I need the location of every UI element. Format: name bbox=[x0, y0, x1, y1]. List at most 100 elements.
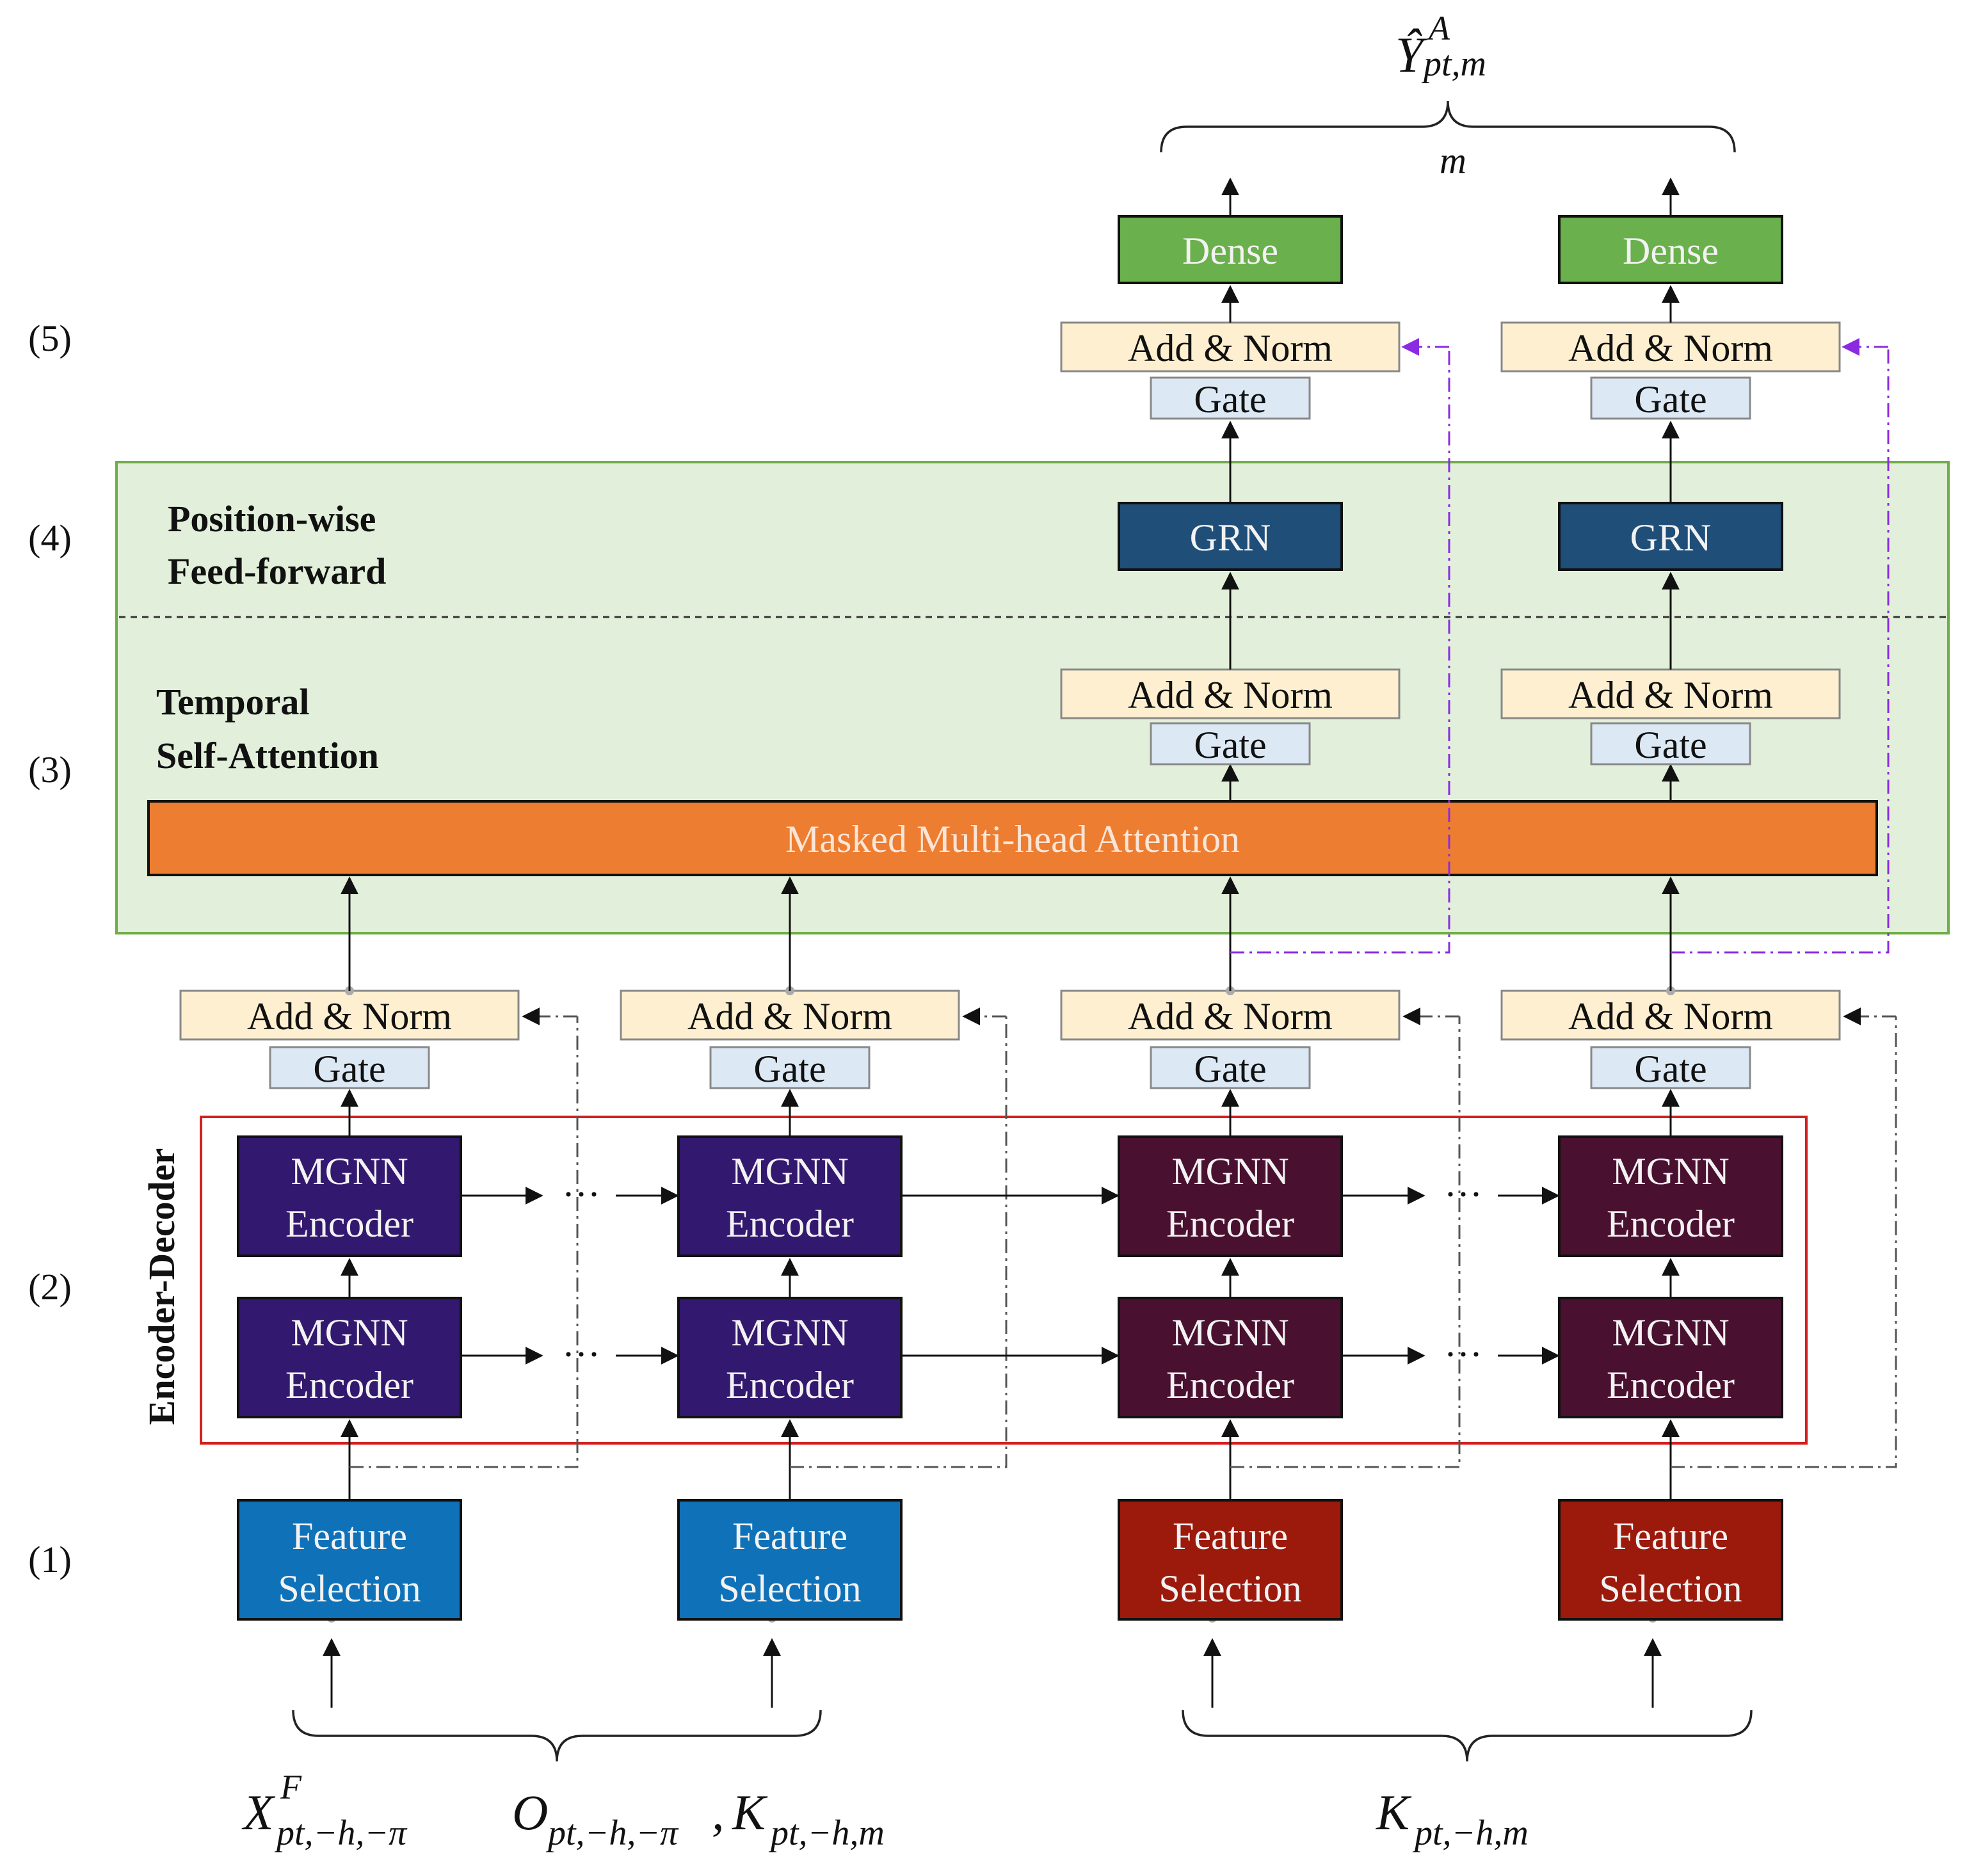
add-norm-block bbox=[620, 990, 960, 1041]
output-add-norm-block bbox=[1060, 321, 1401, 373]
mgnn-encoder-upper-label-2: Encoder bbox=[1166, 1203, 1294, 1245]
mgnn-encoder-upper bbox=[237, 1135, 462, 1257]
attention-add-norm-label: Add & Norm bbox=[1128, 674, 1333, 716]
dense-label: Dense bbox=[1182, 230, 1278, 272]
stage-label-1: (1) bbox=[28, 1539, 72, 1580]
ellipsis: ··· bbox=[1444, 1173, 1482, 1215]
gate-label: Gate bbox=[313, 1048, 385, 1090]
feature-selection-label-2: Selection bbox=[1159, 1567, 1301, 1610]
ellipsis: ··· bbox=[562, 1333, 600, 1375]
input-brace-right bbox=[1182, 1710, 1753, 1762]
feature-selection-label-2: Selection bbox=[1599, 1567, 1742, 1610]
attention-gate-label: Gate bbox=[1634, 724, 1706, 766]
mgnn-encoder-lower bbox=[677, 1297, 903, 1418]
feature-selection-block bbox=[677, 1499, 903, 1621]
gate-block bbox=[269, 1046, 430, 1089]
mgnn-encoder-lower-label-2: Encoder bbox=[726, 1364, 854, 1406]
feature-selection-block bbox=[1558, 1499, 1783, 1621]
gate-block bbox=[1150, 1046, 1311, 1089]
input-brace-left bbox=[292, 1710, 822, 1762]
skip-connection bbox=[349, 1016, 579, 1468]
skip-connection bbox=[1230, 1016, 1461, 1468]
output-gate-block bbox=[1590, 376, 1751, 420]
feature-selection-label-1: Feature bbox=[292, 1515, 407, 1557]
skip-connection bbox=[1671, 1016, 1897, 1468]
mgnn-encoder-upper-label-2: Encoder bbox=[1607, 1203, 1735, 1245]
grn-label: GRN bbox=[1190, 517, 1271, 559]
ffn-title-line2: Feed-forward bbox=[168, 550, 386, 592]
attention-gate-block bbox=[1590, 722, 1751, 766]
input-x-symbol: X⃗ bbox=[241, 1784, 312, 1840]
output-gate-label: Gate bbox=[1634, 378, 1706, 421]
attention-gate-block bbox=[1150, 722, 1311, 766]
horizon-m-label: m bbox=[1440, 140, 1466, 181]
input-k-symbol: K bbox=[732, 1784, 768, 1840]
mgnn-encoder-lower-label-2: Encoder bbox=[285, 1364, 413, 1406]
mgnn-encoder-upper-label-2: Encoder bbox=[726, 1203, 854, 1245]
mgnn-encoder-upper-label-1: MGNN bbox=[291, 1150, 408, 1192]
output-add-norm-label: Add & Norm bbox=[1568, 327, 1773, 369]
mgnn-encoder-upper bbox=[1558, 1135, 1783, 1257]
mgnn-encoder-lower-label-1: MGNN bbox=[731, 1311, 848, 1354]
output-subscript: pt,m bbox=[1421, 44, 1486, 84]
column-2: FeatureSelectionMGNNEncoderMGNNEncoderGa… bbox=[620, 876, 1008, 1708]
add-norm-label: Add & Norm bbox=[1568, 995, 1773, 1038]
mgnn-encoder-lower bbox=[1558, 1297, 1783, 1418]
input-o-symbol: O bbox=[512, 1784, 548, 1840]
output-symbol: Ŷ bbox=[1395, 27, 1428, 83]
input-k2-subscript: pt,−h,m bbox=[1412, 1813, 1529, 1853]
ellipsis: ··· bbox=[562, 1173, 600, 1215]
output-gate-label: Gate bbox=[1194, 378, 1266, 421]
input-x-superscript: F bbox=[280, 1768, 302, 1806]
mgnn-encoder-lower-label-1: MGNN bbox=[1171, 1311, 1289, 1354]
mgnn-encoder-upper-label-2: Encoder bbox=[285, 1203, 413, 1245]
input-k-subscript: pt,−h,m bbox=[768, 1813, 885, 1853]
ellipsis: ··· bbox=[1444, 1333, 1482, 1375]
output-brace bbox=[1160, 100, 1736, 153]
output-superscript: A bbox=[1427, 9, 1450, 47]
encoder-decoder-frame bbox=[200, 1116, 1808, 1445]
masked-attention-label: Masked Multi-head Attention bbox=[785, 818, 1240, 860]
grn-block bbox=[1118, 502, 1343, 571]
skip-connection bbox=[790, 1016, 1008, 1468]
grn-label: GRN bbox=[1630, 517, 1712, 559]
add-norm-label: Add & Norm bbox=[247, 995, 452, 1038]
mgnn-encoder-upper bbox=[677, 1135, 903, 1257]
stage-label-5: (5) bbox=[28, 317, 72, 359]
gate-block bbox=[709, 1046, 871, 1089]
gate-label: Gate bbox=[1194, 1048, 1266, 1090]
stage-label-4: (4) bbox=[28, 517, 72, 559]
dense-label: Dense bbox=[1623, 230, 1719, 272]
input-o-subscript: pt,−h,−π bbox=[545, 1813, 679, 1853]
ffn-title-line1: Position-wise bbox=[168, 498, 376, 540]
input-x-subscript: pt,−h,−π bbox=[274, 1813, 408, 1853]
attention-add-norm-label: Add & Norm bbox=[1568, 674, 1773, 716]
column-3: FeatureSelectionMGNNEncoderMGNNEncoderGa… bbox=[1060, 876, 1461, 1708]
tsa-title-line1: Temporal bbox=[156, 681, 310, 723]
feature-selection-label-1: Feature bbox=[732, 1515, 847, 1557]
input-comma: , bbox=[712, 1784, 725, 1840]
attention-add-norm-block bbox=[1500, 668, 1841, 719]
gated-skip-connection bbox=[1230, 347, 1450, 954]
attention-gate-label: Gate bbox=[1194, 724, 1266, 766]
mgnn-encoder-lower-label-1: MGNN bbox=[291, 1311, 408, 1354]
mgnn-encoder-lower bbox=[1118, 1297, 1343, 1418]
feature-selection-label-2: Selection bbox=[278, 1567, 421, 1610]
mgnn-encoder-upper bbox=[1118, 1135, 1343, 1257]
masked-attention-block bbox=[147, 800, 1878, 876]
gate-label: Gate bbox=[1634, 1048, 1706, 1090]
output-add-norm-label: Add & Norm bbox=[1128, 327, 1333, 369]
tsa-title-line2: Self-Attention bbox=[156, 735, 379, 776]
feature-selection-label-1: Feature bbox=[1173, 1515, 1288, 1557]
attention-add-norm-block bbox=[1060, 668, 1401, 719]
feature-selection-label-1: Feature bbox=[1613, 1515, 1728, 1557]
mgnn-encoder-upper-label-1: MGNN bbox=[1171, 1150, 1289, 1192]
mgnn-encoder-lower-label-2: Encoder bbox=[1607, 1364, 1735, 1406]
stage-label-2: (2) bbox=[28, 1266, 72, 1308]
column-1: FeatureSelectionMGNNEncoderMGNNEncoderGa… bbox=[179, 876, 579, 1708]
gate-label: Gate bbox=[753, 1048, 826, 1090]
feature-selection-block bbox=[1118, 1499, 1343, 1621]
feature-selection-label-2: Selection bbox=[718, 1567, 861, 1610]
column-4: FeatureSelectionMGNNEncoderMGNNEncoderGa… bbox=[1500, 876, 1897, 1708]
